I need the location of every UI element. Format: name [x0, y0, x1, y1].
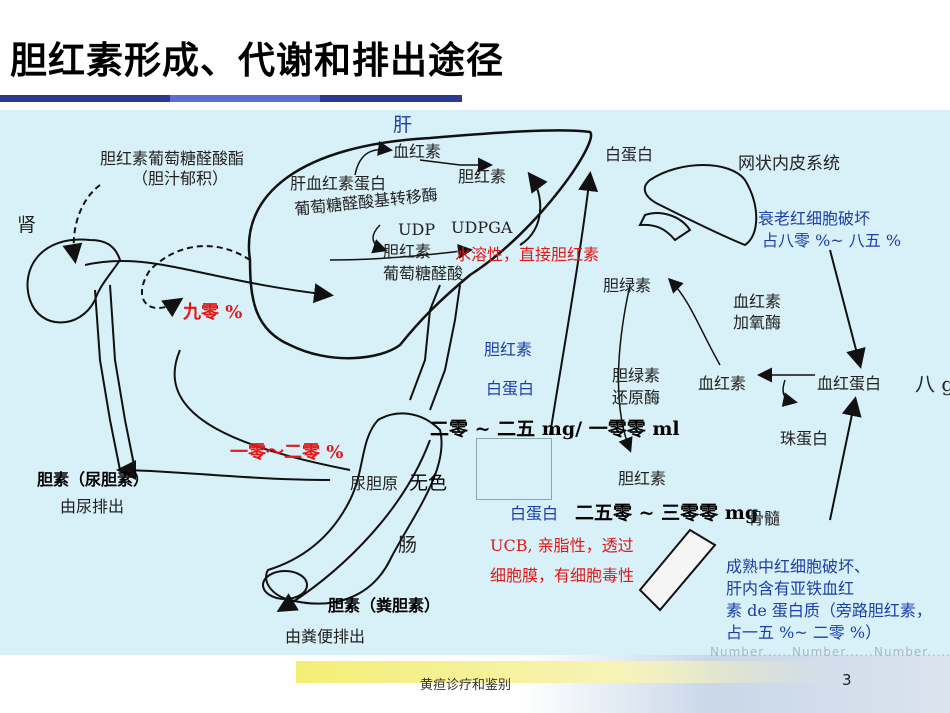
footer-text: 黄疸诊疗和鉴别 — [420, 678, 512, 693]
ucb-label-2: 细胞膜，有细胞毒性 — [490, 566, 635, 585]
arrow-bone-to-hgb — [829, 396, 862, 521]
urobilin-label: 胆素（尿胆素） — [37, 470, 150, 489]
arrow-intestine-to-liver — [173, 349, 351, 471]
diagram-panel: 肝 血红素 肝血红素蛋白 胆红素 白蛋白 网状内皮系统 葡萄糖醛酸基转移酶 UD… — [0, 110, 950, 655]
urine-excrete-label: 由尿排出 — [60, 497, 125, 516]
spleen-shape — [643, 164, 758, 247]
liver-heme-protein-label: 肝血红素蛋白 — [290, 174, 387, 193]
arrow-kidney-to-liver — [84, 259, 334, 304]
albumin-low-label: 白蛋白 — [510, 504, 559, 523]
bile-duct — [409, 284, 461, 411]
feces-excrete-label: 由粪便排出 — [285, 627, 366, 646]
shunt-label-1: 成熟中红细胞破坏、 — [726, 557, 871, 576]
senescent-rbc-label-1: 衰老红细胞破坏 — [758, 209, 871, 228]
title-underline — [0, 95, 462, 102]
footer-watermark: Number......Number......Number...... — [710, 645, 950, 659]
box-bilirubin-label: 胆红素 — [484, 340, 533, 359]
conjugate-ester-label: 胆红素葡萄糖醛酸酯 — [100, 149, 245, 168]
albumin-top-label: 白蛋白 — [605, 145, 654, 164]
box-albumin-label: 白蛋白 — [486, 379, 535, 398]
arrow-albumin-top — [549, 171, 599, 436]
heme-oxygenase-label-2: 加氧酶 — [733, 313, 782, 332]
arrow-hgb-to-globin — [781, 379, 798, 407]
globin-label: 珠蛋白 — [780, 429, 829, 448]
arrow-liver-to-kidney — [140, 245, 251, 318]
bili-glucuronide-label-2: 葡萄糖醛酸 — [383, 264, 464, 283]
bilirubin-low-label: 胆红素 — [618, 469, 667, 488]
arrow-liver-heme — [354, 140, 393, 176]
arrow-udp — [371, 224, 388, 254]
bone-marrow-label: 骨髓 — [748, 509, 781, 528]
arrow-biliverdin-to-bili — [617, 284, 633, 453]
bili-albumin-box — [476, 438, 552, 500]
arrow-conj-to-kidney — [62, 184, 101, 264]
bili-glucuronide-label-1: 胆红素 — [383, 242, 432, 261]
footer-bar — [296, 661, 826, 683]
slide-title: 胆红素形成、代谢和排出途径 — [10, 39, 504, 82]
intestine-opening — [262, 570, 308, 600]
biliverdin-label: 胆绿素 — [603, 276, 652, 295]
spleen-stalk — [638, 212, 692, 242]
biliverdin-reductase-label-2: 还原酶 — [612, 388, 661, 407]
arrow-heme-to-biliverdin — [667, 277, 721, 366]
serum-range-label: 二零 ~ 二五 mg/ 一零零 ml — [430, 418, 680, 440]
heme-top-label: 血红素 — [393, 142, 442, 161]
water-soluble-label: 水溶性，直接胆红素 — [455, 245, 600, 264]
heme-mid-label: 血红素 — [698, 374, 747, 393]
arrow-spleen-to-hgb — [829, 249, 866, 369]
arrow-glucuronide — [329, 244, 473, 261]
shunt-label-4: 占一五 %~ 二零 %） — [726, 623, 882, 642]
heme-oxygenase-label-1: 血红素 — [733, 292, 782, 311]
senescent-rbc-label-2: 占八零 %~ 八五 % — [762, 231, 902, 250]
ureter — [94, 284, 136, 471]
arrow-intestine-urine — [116, 460, 331, 481]
daily-range-label: 二五零 ~ 三零零 mg — [575, 502, 759, 524]
urobilinogen-label: 尿胆原 — [350, 474, 399, 493]
stercobilin-label: 胆素（粪胆素） — [328, 596, 441, 615]
udp-label: UDP — [398, 220, 436, 239]
ten-twenty-percent-label: 一零～二零 % — [230, 442, 344, 463]
page-number: 3 — [842, 671, 852, 689]
shunt-label-3: 素 de 蛋白质（旁路胆红素， — [726, 601, 932, 620]
shunt-label-2: 肝内含有亚铁血红 — [726, 579, 855, 598]
bilirubin-top-label: 胆红素 — [458, 167, 507, 186]
cut-off-text: 八 g — [915, 372, 950, 396]
kidney-label: 肾 — [17, 214, 37, 236]
cholestasis-label: （胆汁郁积） — [132, 169, 229, 188]
udpga-label: UDPGA — [451, 218, 513, 237]
intestine-label: 肠 — [398, 534, 418, 556]
pathway-diagram — [26, 129, 866, 613]
ninety-percent-label: 九零 % — [183, 302, 243, 323]
liver-label: 肝 — [393, 114, 413, 136]
kidney-shape — [26, 238, 122, 324]
reticuloendothelial-label: 网状内皮系统 — [738, 154, 840, 174]
arrow-intestine-feces — [276, 439, 431, 613]
hemoglobin-label: 血红蛋白 — [817, 374, 882, 393]
bone-shape — [638, 528, 717, 612]
biliverdin-reductase-label-1: 胆绿素 — [612, 366, 661, 385]
arrow-bili-top — [519, 171, 548, 246]
arrow-heme-to-bili — [419, 157, 493, 173]
colorless-label: 无色 — [409, 472, 448, 494]
ucb-label-1: UCB, 亲脂性，透过 — [490, 536, 634, 555]
intestine-shape — [265, 412, 443, 605]
